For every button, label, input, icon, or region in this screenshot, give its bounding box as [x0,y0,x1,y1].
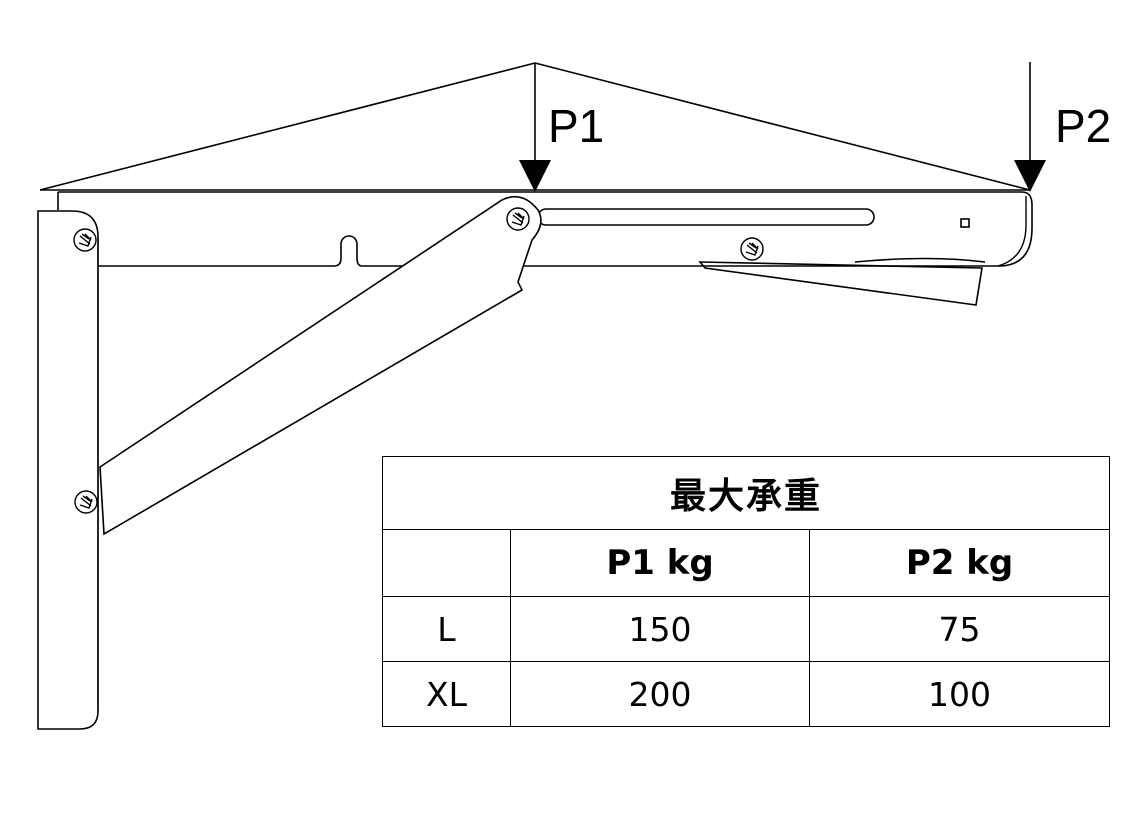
screw-icon [506,207,530,231]
screws [73,207,764,514]
screw-icon [740,237,764,261]
column-header: P1 kg [510,529,810,597]
horizontal-arm [57,191,1033,267]
p1-load-cell: 150 [510,596,810,662]
arrow-down-icon [1014,160,1046,192]
column-header [382,529,511,597]
vertical-wall-bracket [37,210,99,730]
load-arrow-p1 [519,63,551,192]
load-arrow-p2 [1014,62,1046,192]
max-load-table: 最大承重 P1 kg P2 kg L 150 75 XL 200 100 [381,456,1111,727]
column-header: P2 kg [808,529,1111,597]
table-row: L 150 75 [382,596,1111,662]
screw-icon [73,228,97,252]
table-row: XL 200 100 [382,661,1111,727]
size-cell: XL [382,661,511,727]
p2-load-cell: 100 [808,661,1111,727]
arrow-down-icon [519,160,551,192]
table-title: 最大承重 [381,456,1111,530]
load-label-p2: P2 [1055,100,1112,152]
p1-load-cell: 200 [510,661,810,727]
p2-load-cell: 75 [808,596,1111,662]
screw-icon [74,490,98,514]
table-title-row: 最大承重 [381,456,1111,530]
diagonal-strut [99,195,542,536]
load-label-p1: P1 [548,100,605,152]
table-header-row: P1 kg P2 kg [382,529,1111,597]
size-cell: L [382,596,511,662]
